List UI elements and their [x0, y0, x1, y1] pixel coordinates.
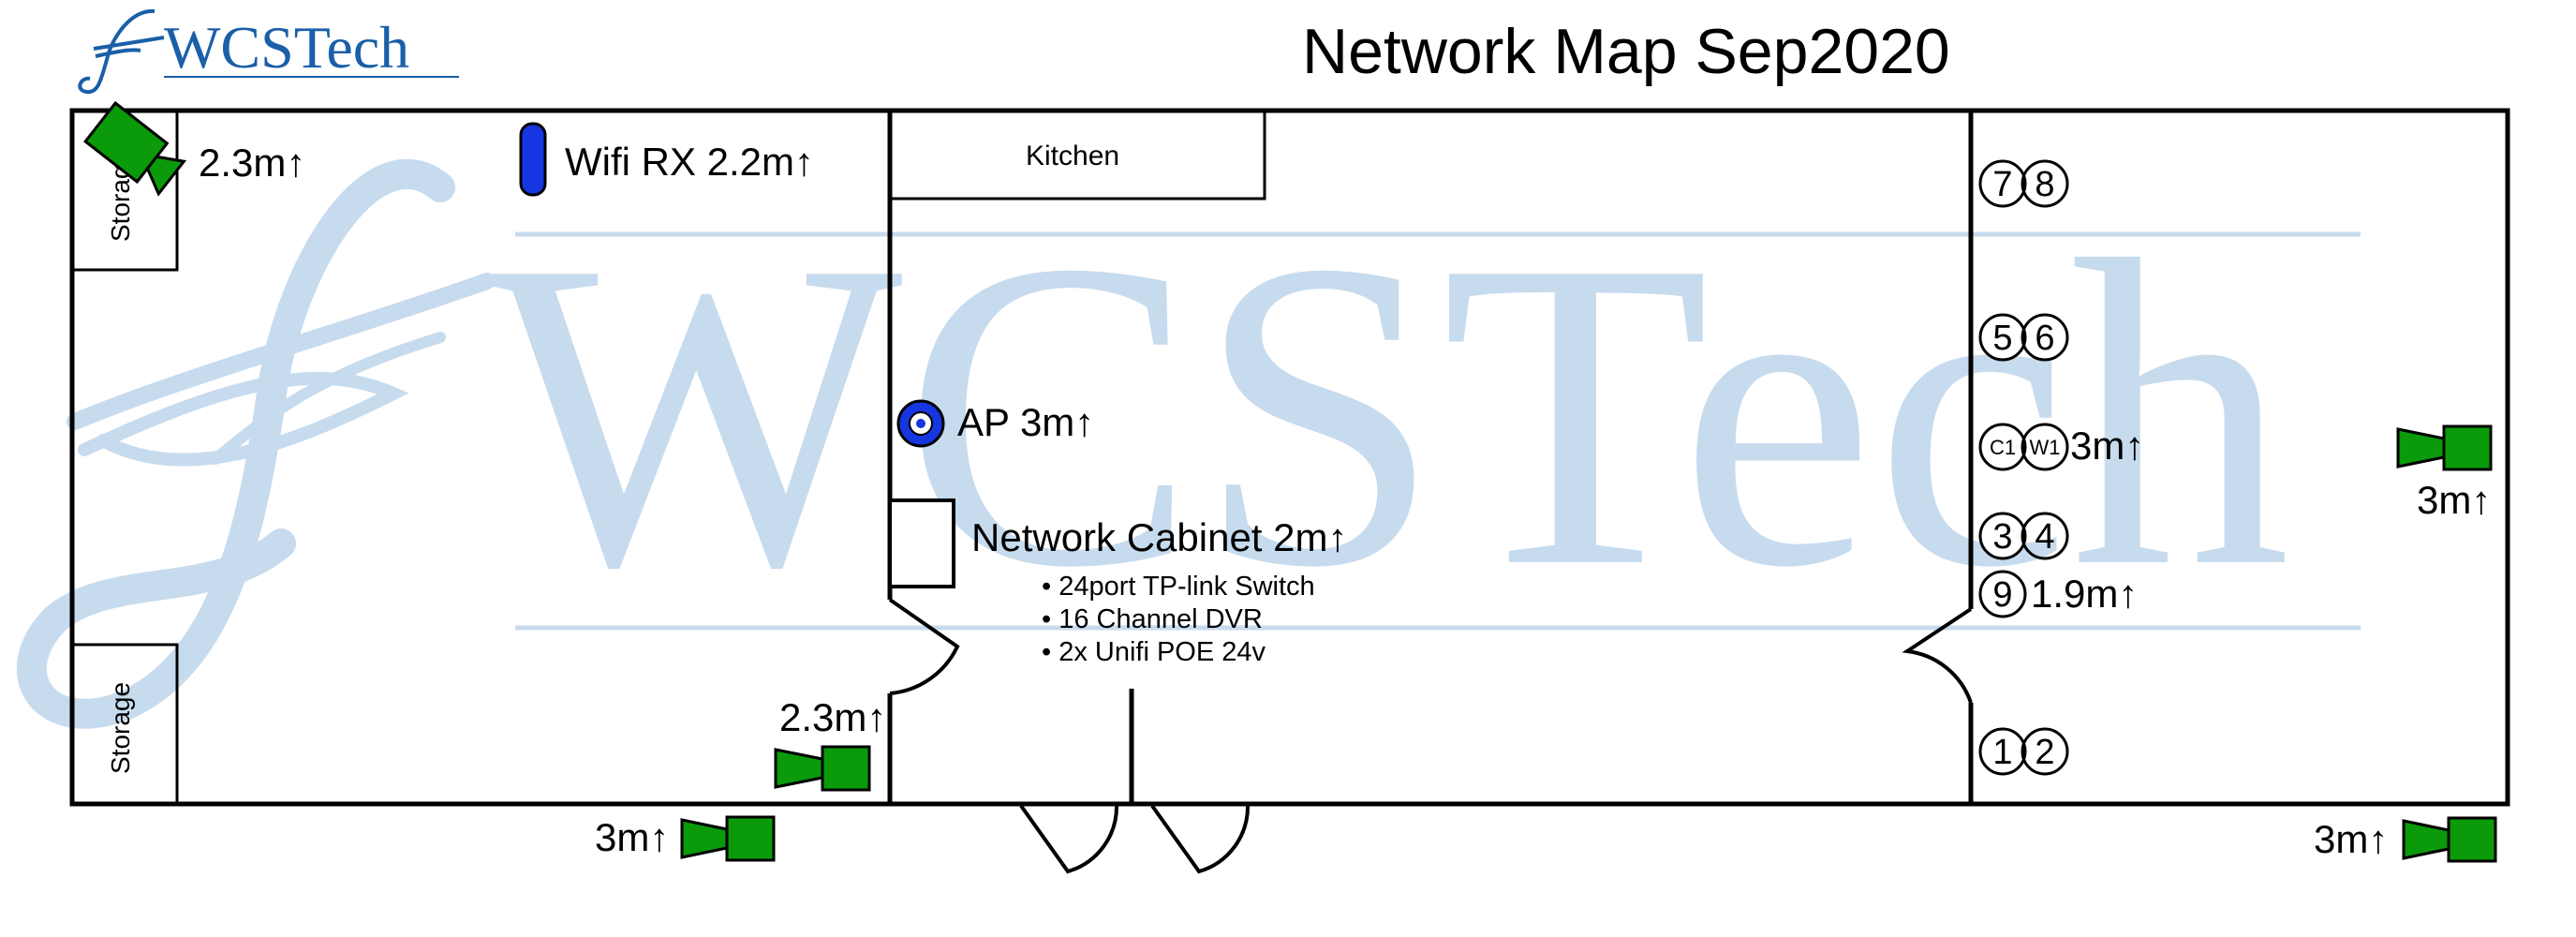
port-label: 4 [2035, 517, 2054, 557]
camera-top-left: 2.3m↑ [83, 100, 305, 197]
network-ports: 7 8 5 6 C1 W1 3m↑ 3 4 9 1.9m↑ [1978, 159, 2144, 776]
door-front-right [1150, 804, 1251, 874]
port-pair-c1-w1: C1 W1 3m↑ [1978, 423, 2144, 471]
camera-height-label: 3m↑ [2417, 478, 2491, 522]
wifi-receiver-icon [519, 122, 547, 197]
watermark-swirl [16, 158, 496, 729]
camera-icon [774, 745, 871, 792]
port-5 [1978, 313, 2027, 362]
doors [888, 598, 1973, 874]
floor-plan-walls [69, 108, 2510, 807]
port-label: 3 [1992, 517, 2012, 557]
storage-room-bottom: Storage [70, 643, 179, 806]
port-9-circle [1978, 570, 2027, 618]
camera-right-room: 3m↑ [2396, 424, 2493, 522]
port-label: 9 [1992, 575, 2012, 615]
network-cabinet-item: • 2x Unifi POE 24v [1042, 637, 1266, 667]
wcstech-logo: WCSTech [78, 8, 459, 95]
port-4 [2021, 512, 2069, 560]
kitchen-label: Kitchen [1026, 141, 1119, 171]
network-cabinet-item: • 24port TP-link Switch [1042, 572, 1315, 602]
port-label: 5 [1992, 319, 2012, 358]
logo-text: WCSTech [164, 14, 409, 81]
port-9: 9 1.9m↑ [1978, 570, 2138, 618]
port-label: 1 [1992, 733, 2012, 772]
door-right [1902, 607, 1973, 704]
access-point: AP 3m↑ [896, 399, 1094, 448]
port-label: W1 [2030, 436, 2061, 459]
port-label: C1 [1990, 436, 2016, 459]
port-pair-1-2: 1 2 [1978, 727, 2069, 776]
storage-bottom-label: Storage [106, 682, 135, 774]
camera-icon [2402, 816, 2497, 863]
wifi-receiver-label: Wifi RX 2.2m↑ [565, 140, 814, 184]
port-8 [2021, 159, 2069, 208]
port-pair-7-8: 7 8 [1978, 159, 2069, 208]
port-height-label: 1.9m↑ [2031, 572, 2138, 616]
port-label: 7 [1992, 165, 2012, 204]
camera-left-room-bottom: 2.3m↑ [774, 695, 886, 792]
camera-icon [83, 100, 187, 197]
camera-icon [2396, 424, 2493, 471]
port-pair-5-6: 5 6 [1978, 313, 2069, 362]
camera-outside-right: 3m↑ [2314, 816, 2497, 863]
camera-icon [680, 815, 776, 862]
camera-height-label: 2.3m↑ [779, 695, 886, 739]
logo-swirl-icon [78, 8, 165, 95]
network-cabinet: Network Cabinet 2m↑ • 24port TP-link Swi… [888, 498, 1347, 667]
port-6 [2021, 313, 2069, 362]
port-c1 [1978, 423, 2027, 471]
camera-height-label: 3m↑ [2314, 817, 2388, 861]
port-label: 2 [2035, 733, 2054, 772]
camera-height-label: 2.3m↑ [199, 141, 305, 185]
outer-wall [69, 108, 2510, 807]
camera-height-label: 3m↑ [595, 815, 669, 859]
door-front-left [1019, 804, 1119, 874]
access-point-label: AP 3m↑ [957, 400, 1094, 444]
wifi-receiver: Wifi RX 2.2m↑ [519, 122, 814, 197]
port-7 [1978, 159, 2027, 208]
port-pair-3-4: 3 4 [1978, 512, 2069, 560]
network-cabinet-label: Network Cabinet 2m↑ [971, 515, 1347, 559]
port-label: 8 [2035, 165, 2054, 204]
watermark: WCSTech [16, 158, 2361, 729]
port-1 [1978, 727, 2027, 776]
page-title: Network Map Sep2020 [1302, 16, 1950, 87]
network-cabinet-box [888, 498, 955, 588]
port-w1 [2021, 423, 2069, 471]
camera-outside-left: 3m↑ [595, 815, 776, 862]
port-3 [1978, 512, 2027, 560]
network-cabinet-item: • 16 Channel DVR [1042, 604, 1263, 634]
port-height-label: 3m↑ [2070, 424, 2144, 468]
port-2 [2021, 727, 2069, 776]
port-label: 6 [2035, 319, 2054, 358]
door-left [888, 598, 960, 695]
kitchen: Kitchen [888, 109, 1266, 201]
